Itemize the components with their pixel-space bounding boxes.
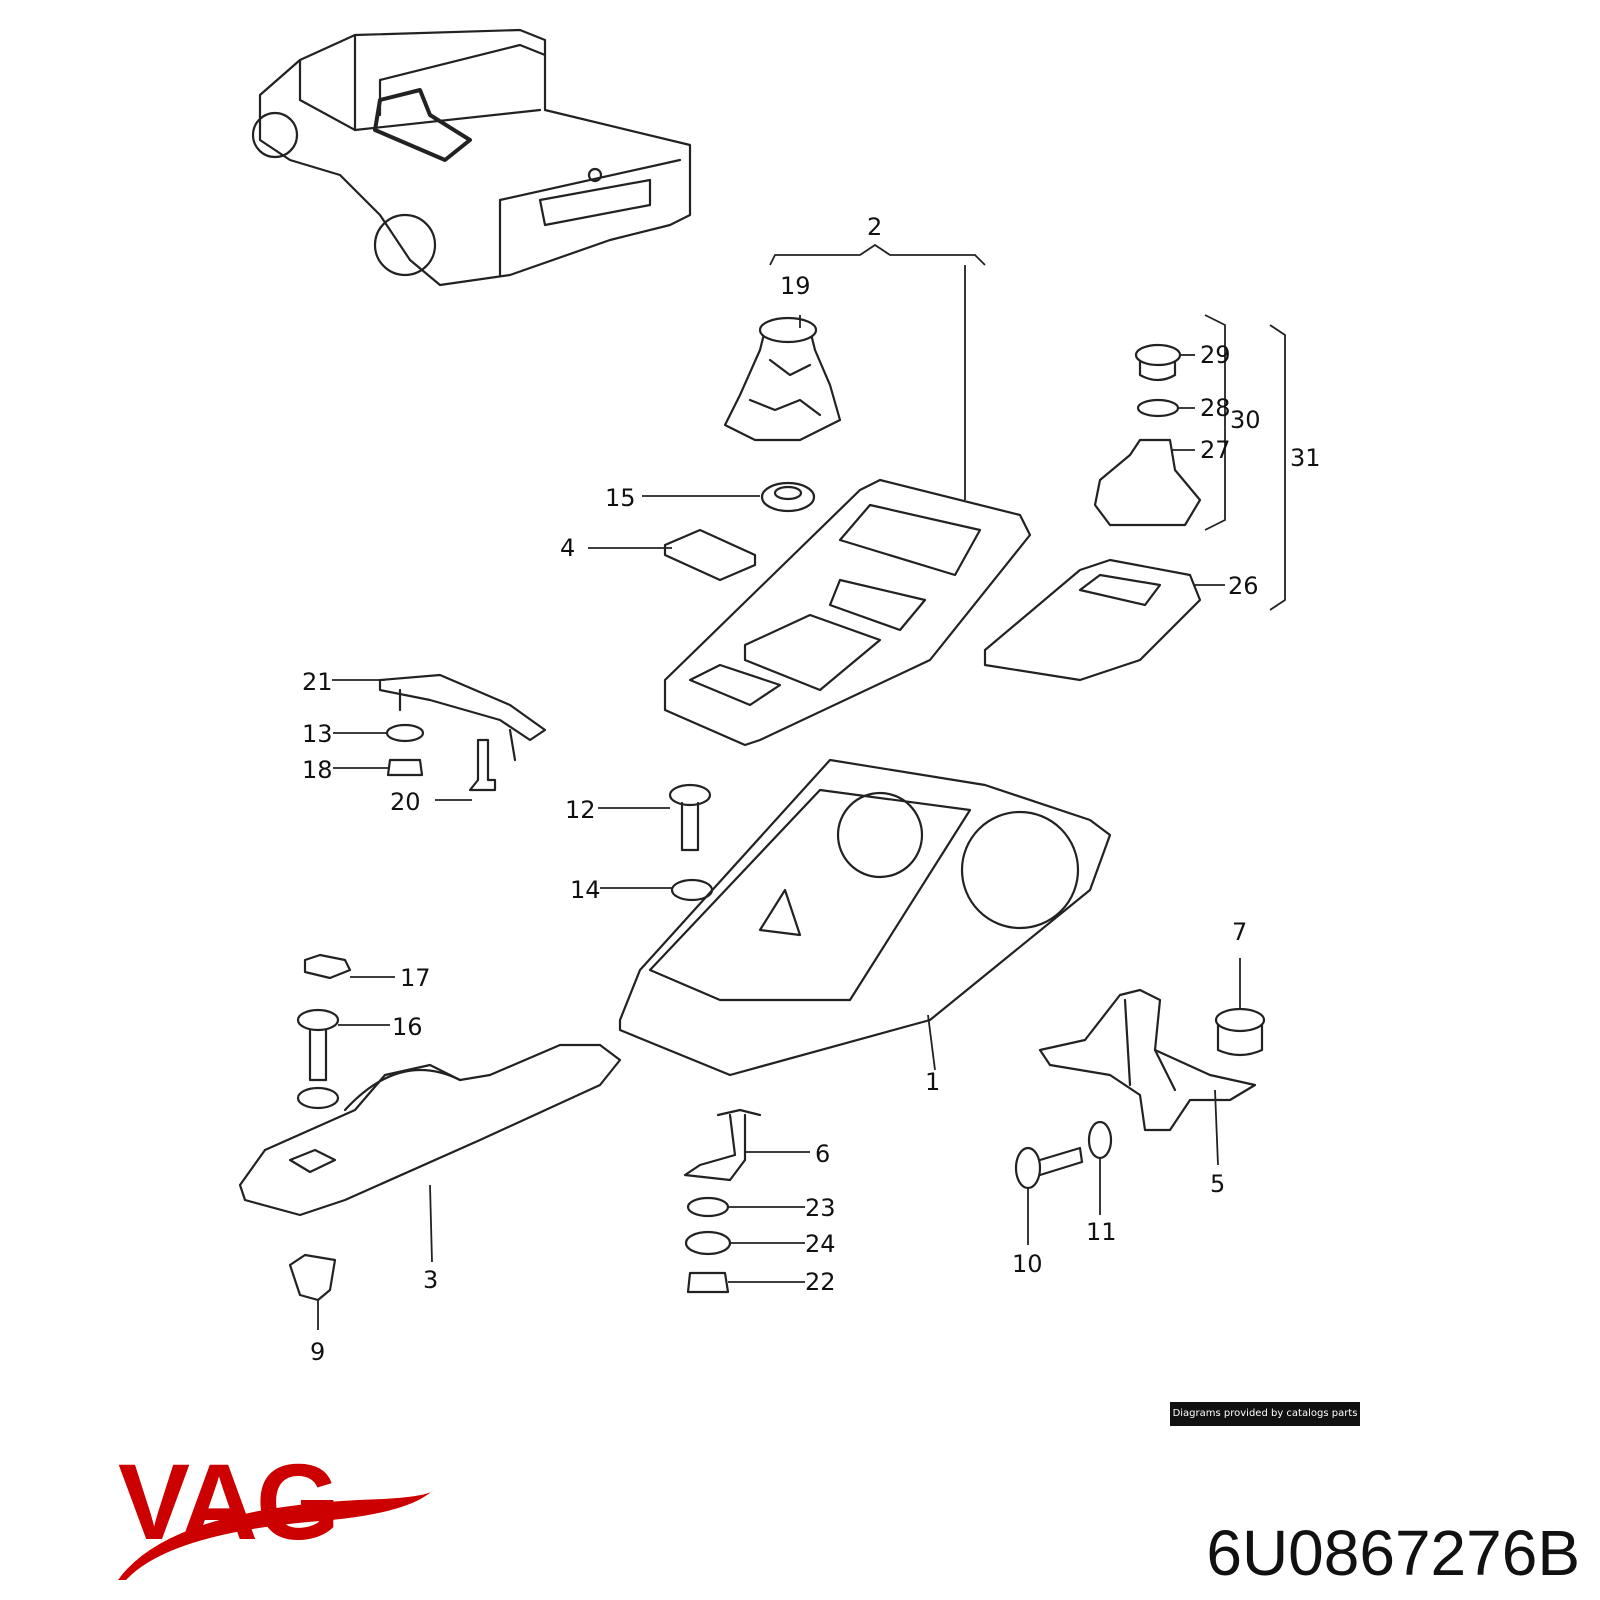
callout-23: 23 [805,1194,836,1222]
part-9-clip [288,1253,337,1302]
callout-16: 16 [392,1013,423,1041]
vehicle-overview [251,28,692,287]
callout-12: 12 [565,796,596,824]
part-16-screw [296,1008,340,1110]
callout-28: 28 [1200,394,1231,422]
callout-7: 7 [1232,918,1247,946]
callout-labels: 1 2 3 4 5 6 7 9 10 11 12 13 14 15 16 17 … [302,213,1321,1366]
brand-logo: VAG [118,1441,340,1562]
console-trim-upper [663,478,1032,747]
part-5-mounting-bracket [1038,988,1257,1132]
part-29-bushing [1134,343,1182,382]
callout-27: 27 [1200,436,1231,464]
part-6-bracket [683,1108,762,1182]
part-20-bolt [468,738,497,792]
part-26-armrest-cover [983,558,1202,682]
callout-13: 13 [302,720,333,748]
part-4-cover-cap [663,528,757,582]
part-21-bracket [378,673,547,762]
part-12-screw [668,783,712,852]
part-11-washer [1087,1120,1113,1160]
callout-10: 10 [1012,1250,1043,1278]
brand-swoosh-icon [118,1490,433,1580]
part-27-boot [1093,438,1202,527]
part-13-washer [385,723,425,743]
callout-19: 19 [780,272,811,300]
callout-31: 31 [1290,444,1321,472]
callout-17: 17 [400,964,431,992]
group-31-bracket [1269,324,1286,611]
part-23-washer [686,1196,730,1218]
callout-14: 14 [570,876,601,904]
group-2-bracket [769,243,986,500]
part-24-washer [684,1230,732,1256]
callout-4: 4 [560,534,575,562]
callout-3: 3 [423,1266,438,1294]
callout-18: 18 [302,756,333,784]
callout-5: 5 [1210,1170,1225,1198]
callout-29: 29 [1200,341,1231,369]
part-17-cover [303,953,352,980]
part-22-nut [686,1271,730,1294]
group-30-bracket [1204,314,1226,531]
callout-9: 9 [310,1338,325,1366]
callout-20: 20 [390,788,421,816]
callout-15: 15 [605,484,636,512]
part-28-washer [1136,398,1180,418]
part-15-ring [760,481,816,513]
callout-21: 21 [302,668,333,696]
callout-24: 24 [805,1230,836,1258]
part-10-screw [1014,1146,1084,1190]
callout-2: 2 [867,213,882,241]
part-3-rear-console [238,1043,622,1217]
part-number: 6U0867276B [1206,1517,1580,1589]
callout-22: 22 [805,1268,836,1296]
part-7-plug [1214,1007,1266,1057]
callout-11: 11 [1086,1218,1117,1246]
diagram-credit-badge: Diagrams provided by catalogs parts [1170,1402,1360,1426]
callout-6: 6 [815,1140,830,1168]
part-18-nut [386,758,424,777]
part-1-center-console [618,758,1112,1077]
callout-26: 26 [1228,572,1259,600]
callout-30: 30 [1230,406,1261,434]
leader-lines [317,315,1241,1330]
part-19-gear-boot [723,316,842,442]
callout-1: 1 [925,1068,940,1096]
